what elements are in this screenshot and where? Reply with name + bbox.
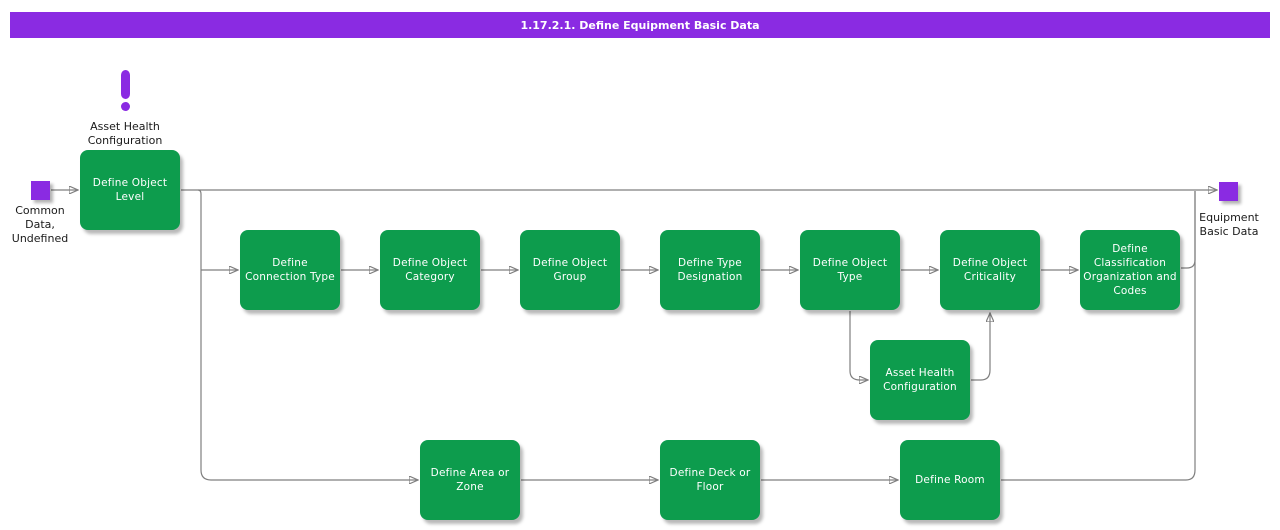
process-box-label: Define Object Type xyxy=(812,257,888,283)
process-box-define-classification-organization-and-codes[interactable]: Define Classification Organization and C… xyxy=(1080,230,1180,310)
process-box-label: Define Object Level xyxy=(92,177,168,203)
process-box-define-area-or-zone[interactable]: Define Area or Zone xyxy=(420,440,520,520)
process-box-define-connection-type[interactable]: Define Connection Type xyxy=(240,230,340,310)
process-box-define-object-criticality[interactable]: Define Object Criticality xyxy=(940,230,1040,310)
process-box-define-type-designation[interactable]: Define Type Designation xyxy=(660,230,760,310)
process-box-label: Asset Health Configuration xyxy=(883,367,957,393)
start-node-label: Common Data, Undefined xyxy=(11,204,69,245)
process-box-define-object-type[interactable]: Define Object Type xyxy=(800,230,900,310)
process-box-label: Define Connection Type xyxy=(245,257,335,283)
process-box-label: Define Object Category xyxy=(392,257,468,283)
process-box-label: Define Deck or Floor xyxy=(669,467,751,493)
process-box-define-deck-or-floor[interactable]: Define Deck or Floor xyxy=(660,440,760,520)
connector-object-type-to-asset-health xyxy=(849,311,868,380)
process-box-label: Define Classification Organization and C… xyxy=(1083,243,1177,297)
alert-label: Asset Health Configuration xyxy=(87,120,163,147)
process-box-define-room[interactable]: Define Room xyxy=(900,440,1000,520)
connector-asset-health-to-object-criticality xyxy=(971,313,990,381)
process-box-label: Define Object Group xyxy=(532,257,608,283)
start-node-square xyxy=(31,181,50,200)
exclamation-icon-dot xyxy=(121,102,130,111)
end-node-square xyxy=(1219,182,1238,201)
process-box-label: Define Object Criticality xyxy=(952,257,1028,283)
process-box-define-object-group[interactable]: Define Object Group xyxy=(520,230,620,310)
exclamation-icon-bar xyxy=(121,70,130,99)
process-box-label: Define Area or Zone xyxy=(430,467,510,493)
process-box-asset-health-configuration[interactable]: Asset Health Configuration xyxy=(870,340,970,420)
process-box-define-object-level[interactable]: Define Object Level xyxy=(80,150,180,230)
exclamation-icon xyxy=(108,68,142,116)
diagram-title-bar: 1.17.2.1. Define Equipment Basic Data xyxy=(10,12,1270,38)
diagram-title: 1.17.2.1. Define Equipment Basic Data xyxy=(520,18,760,32)
process-box-label: Define Room xyxy=(915,474,985,486)
process-box-define-object-category[interactable]: Define Object Category xyxy=(380,230,480,310)
end-node-label: Equipment Basic Data xyxy=(1199,211,1259,238)
process-box-label: Define Type Designation xyxy=(677,257,743,283)
